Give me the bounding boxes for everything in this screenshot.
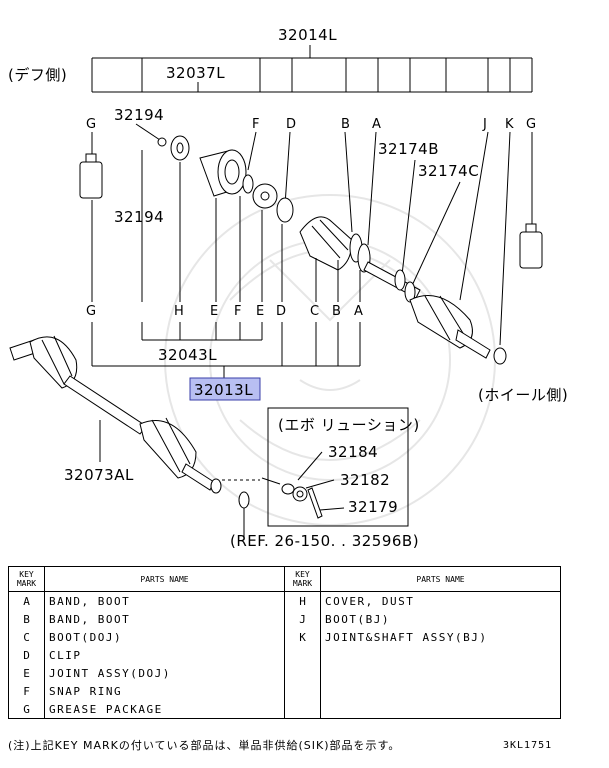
top-bracket-drops [91,58,533,92]
drive-shaft-assembly [9,335,222,494]
table-row: F SNAP RING [8,682,561,700]
label-32037L: 32037L [166,64,225,82]
doj-joint-assy [199,149,247,197]
key-mark: A [8,591,45,610]
table-row: D CLIP [8,646,561,664]
top-mark-4: A [372,117,381,132]
key-mark: B [8,610,45,628]
label-32013L: 32013L [194,381,253,399]
key-mark [284,700,321,719]
part-name: BAND, BOOT [44,610,285,628]
part-name: GREASE PACKAGE [44,700,285,719]
label-32073AL: 32073AL [64,466,134,484]
part-name: BOOT(DOJ) [44,628,285,646]
top-mark-6: K [505,117,514,132]
tripod-joint [252,183,278,209]
label-32179: 32179 [348,498,398,516]
bottom-mark-2: E [210,304,218,319]
part-name: BAND, BOOT [44,591,285,610]
part-name: SNAP RING [44,682,285,700]
bottom-mark-4: E [256,304,264,319]
label-32043L: 32043L [158,346,217,364]
bottom-mark-6: C [310,304,319,319]
highlight-32013L [189,377,261,401]
joint-shaft-assy-bj [455,329,507,365]
label-diff-side: (デフ側) [8,66,67,84]
diagram-code: 3KL1751 [503,740,553,751]
key-mark: G [8,700,45,719]
key-mark: K [284,628,321,646]
label-32182: 32182 [340,471,390,489]
label-32194-mid: 32194 [114,208,164,226]
part-name: COVER, DUST [320,591,561,610]
table-row: B BAND, BOOT J BOOT(BJ) [8,610,561,628]
top-mark-5: J [482,117,487,132]
key-mark: H [284,591,321,610]
grease-package-right [519,223,543,269]
key-mark [284,682,321,700]
bottom-mark-7: B [332,304,341,319]
key-mark: D [8,646,45,664]
bottom-mark-0: G [86,304,96,319]
key-mark [284,646,321,664]
circlip [238,491,250,509]
top-mark-2: D [286,117,296,132]
legend-header-parts-name-b: PARTS NAME [320,566,561,592]
label-wheel-side: (ホイール側) [478,386,568,404]
label-32014L: 32014L [278,26,337,44]
bottom-mark-3: F [234,304,241,319]
part-name [320,700,561,719]
bottom-mark-5: D [276,304,286,319]
grease-package-left [79,153,103,199]
label-32184: 32184 [328,443,378,461]
boot-doj [299,216,353,271]
part-name: JOINT&SHAFT ASSY(BJ) [320,628,561,646]
bottom-mark-8: A [354,304,363,319]
exploded-parts-diagram: 32014L 32037L (デフ側) G F D B A J K G 3219… [8,26,568,550]
label-ref: (REF. 26-150. . 32596B) [230,532,419,550]
part-name [320,664,561,682]
part-name [320,682,561,700]
key-mark: C [8,628,45,646]
label-32174B: 32174B [378,140,439,158]
table-row: E JOINT ASSY(DOJ) [8,664,561,682]
top-mark-0: G [86,117,96,132]
top-mark-3: B [341,117,350,132]
label-32174C: 32174C [418,162,479,180]
label-evolution: (エボ リューション) [278,416,420,434]
key-mark [284,664,321,682]
footnote: (注)上記KEY MARKの付いている部品は、単品非供給(SIK)部品を示す。 [8,739,401,752]
table-row: C BOOT(DOJ) K JOINT&SHAFT ASSY(BJ) [8,628,561,646]
part-name [320,646,561,664]
snap-ring [242,174,254,194]
table-row: G GREASE PACKAGE [8,700,561,719]
pin-32194 [157,137,167,147]
part-name: JOINT ASSY(DOJ) [44,664,285,682]
top-mark-7: G [526,117,536,132]
part-name: CLIP [44,646,285,664]
key-mark: F [8,682,45,700]
part-name: BOOT(BJ) [320,610,561,628]
key-mark: E [8,664,45,682]
key-mark: J [284,610,321,628]
top-mark-1: F [252,117,259,132]
bottom-mark-1: H [174,304,184,319]
clip [276,197,294,223]
legend-header-parts-name: PARTS NAME [44,566,285,592]
label-32194-top: 32194 [114,106,164,124]
evolution-callout [261,407,409,527]
table-row: A BAND, BOOT H COVER, DUST [8,591,561,610]
bottom-bracket [91,150,361,378]
